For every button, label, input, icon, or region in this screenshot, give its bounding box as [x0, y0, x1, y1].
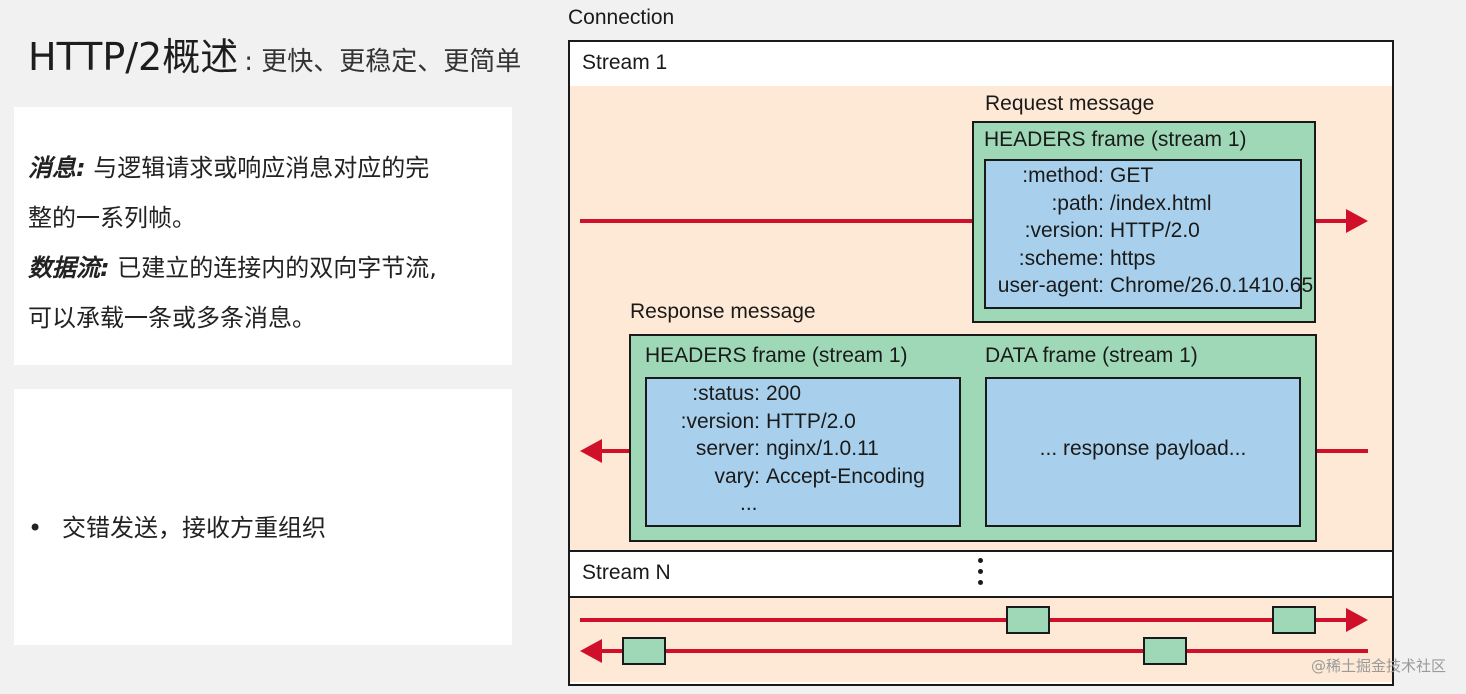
header-value: Accept-Encoding	[766, 464, 925, 488]
response-headers-frame-label: HEADERS frame (stream 1)	[645, 344, 908, 367]
inbound-arrow-line	[600, 649, 1368, 653]
response-data-frame-label: DATA frame (stream 1)	[985, 344, 1198, 367]
definition-text-cont: 整的一系列帧。	[28, 204, 196, 232]
outbound-arrow-line	[580, 618, 1348, 622]
header-value: /index.html	[1110, 191, 1212, 215]
response-data-block: ... response payload...	[985, 377, 1301, 527]
slide-title: HTTP/2概述: 更快、更稳定、更简单	[28, 26, 521, 81]
request-arrow-line-in	[580, 219, 973, 223]
header-value: ...	[740, 492, 758, 515]
bullet-dot: •	[28, 514, 43, 542]
header-value: https	[1110, 246, 1156, 270]
stream-1-label: Stream 1	[582, 51, 668, 74]
response-headers-block: :status: 200 :version: HTTP/2.0 server: …	[645, 377, 961, 527]
response-arrow-line-in	[1314, 449, 1368, 453]
header-key: user-agent:	[997, 274, 1104, 297]
inbound-frame	[1143, 637, 1187, 665]
bullet-text: 交错发送，接收方重组织	[62, 514, 326, 542]
outbound-arrow-head-icon	[1346, 608, 1368, 632]
definition-term: 数据流:	[28, 254, 110, 282]
connection-label: Connection	[568, 6, 675, 29]
stream-n-label: Stream N	[582, 561, 671, 584]
header-value: GET	[1110, 164, 1154, 187]
request-arrow-head-icon	[1346, 209, 1368, 233]
header-key: :method:	[1022, 164, 1104, 187]
definition-text: 已建立的连接内的双向字节流,	[109, 254, 437, 282]
header-value: HTTP/2.0	[1110, 219, 1200, 242]
bullet-card	[14, 389, 512, 645]
response-frames: HEADERS frame (stream 1) DATA frame (str…	[629, 334, 1317, 542]
request-headers-block: :method: GET :path: /index.html :version…	[984, 159, 1313, 309]
response-arrow-head-icon	[580, 439, 602, 463]
response-payload: ... response payload...	[1039, 437, 1247, 460]
stream-n-body	[570, 598, 1392, 682]
request-arrow-line-out	[1312, 219, 1348, 223]
stream-1-row: Stream 1	[570, 42, 1392, 88]
response-message-label: Response message	[630, 300, 816, 323]
header-value: 200	[766, 382, 802, 405]
header-key: vary:	[714, 464, 760, 488]
bullet-item: • 交错发送，接收方重组织	[28, 508, 326, 543]
header-key: :version:	[680, 409, 760, 433]
header-value: nginx/1.0.11	[766, 437, 879, 460]
watermark: @稀土掘金技术社区	[1310, 657, 1446, 675]
header-value: Chrome/26.0.1410.65	[1110, 274, 1314, 297]
header-key: :version:	[1024, 219, 1104, 242]
title-subtitle: : 更快、更稳定、更简单	[244, 47, 522, 77]
header-key: :status:	[692, 382, 760, 405]
outbound-frame	[1272, 606, 1316, 634]
stream-n-row: Stream N	[570, 552, 1392, 598]
definition-stream: 数据流: 已建立的连接内的双向字节流, 可以承载一条或多条消息。	[28, 243, 508, 343]
definitions-card: 消息: 与逻辑请求或响应消息对应的完 整的一系列帧。 数据流: 已建立的连接内的…	[14, 107, 512, 365]
header-key: :scheme:	[1018, 246, 1104, 270]
request-message-label: Request message	[985, 92, 1155, 115]
ellipsis-vertical-icon	[978, 558, 984, 591]
definition-message: 消息: 与逻辑请求或响应消息对应的完 整的一系列帧。	[28, 143, 508, 243]
header-key: server:	[695, 437, 760, 460]
request-headers-frame: HEADERS frame (stream 1) :method: GET :p…	[972, 121, 1316, 323]
request-frame-label: HEADERS frame (stream 1)	[984, 128, 1247, 151]
inbound-arrow-head-icon	[580, 639, 602, 663]
definition-text-cont: 可以承载一条或多条消息。	[28, 304, 316, 332]
title-main: HTTP/2概述	[28, 35, 239, 79]
inbound-frame	[622, 637, 666, 665]
header-value: HTTP/2.0	[766, 409, 856, 433]
definition-term: 消息:	[28, 154, 86, 182]
response-arrow-line-out	[600, 449, 630, 453]
definition-text: 与逻辑请求或响应消息对应的完	[85, 154, 430, 182]
header-key: :path:	[1051, 191, 1104, 215]
outbound-frame	[1006, 606, 1050, 634]
